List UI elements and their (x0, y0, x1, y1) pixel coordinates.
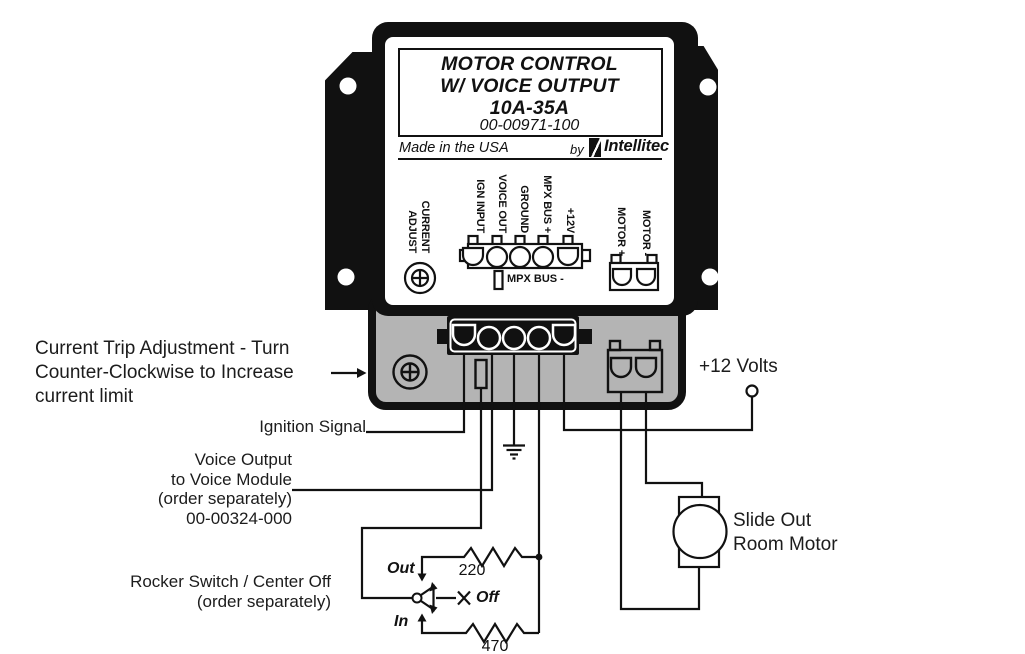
voice-out-wire (292, 355, 494, 492)
two-pin-connector-base (606, 339, 664, 394)
rocker-switch-annotation: Rocker Switch / Center Off (order separa… (105, 572, 331, 611)
resistor-220-value: 220 (458, 562, 486, 579)
switch-out-contact-arrow (417, 573, 427, 582)
junction-dot (535, 553, 543, 561)
rocker-line1: Rocker Switch / Center Off (130, 572, 331, 591)
resistor-470-branch (420, 620, 539, 645)
motor-label-line2: Room Motor (733, 533, 838, 555)
switch-in-contact-arrow (417, 613, 427, 622)
wiring (292, 355, 754, 645)
five-pin-connector-face (458, 234, 592, 270)
intellitec-logo-icon (589, 138, 601, 157)
motor-minus-wire (619, 392, 701, 611)
slide-out-motor-label: Slide Out Room Motor (733, 509, 838, 556)
brand-name: Intellitec (604, 137, 669, 155)
current-trip-annotation: Current Trip Adjustment - Turn Counter-C… (35, 337, 355, 409)
switch-out-label: Out (387, 560, 415, 577)
switch-common-terminal (411, 592, 423, 604)
mpx-bus-minus-pin-face (493, 269, 504, 291)
part-number: 00-00971-100 (479, 117, 580, 134)
plus12-terminal (745, 384, 759, 398)
ground-symbol (503, 444, 525, 460)
voice-output-annotation: Voice Output to Voice Module (order sepa… (128, 450, 292, 528)
made-in-usa-label: Made in the USA (399, 140, 509, 156)
plus12-volts-label: +12 Volts (699, 356, 778, 377)
ignition-wire (366, 355, 466, 434)
current-trip-line3: current limit (35, 386, 134, 407)
voice-line1: Voice Output (194, 450, 292, 469)
left-mounting-flange (325, 52, 375, 310)
mpx-bus-minus-label: MPX BUS - (507, 273, 564, 285)
switch-off-label: Off (476, 589, 499, 606)
mounting-holes (337, 77, 719, 286)
module-title-line1: MOTOR CONTROL (441, 53, 618, 75)
by-label: by (570, 142, 584, 157)
ignition-signal-label: Ignition Signal (259, 417, 366, 436)
current-trip-line1: Current Trip Adjustment - Turn (35, 338, 290, 359)
motor-label-line1: Slide Out (733, 510, 812, 531)
resistor-470-value: 470 (481, 638, 509, 654)
off-x-mark (457, 590, 471, 606)
switch-in-label: In (394, 613, 409, 630)
label-divider-rule (398, 158, 662, 161)
voice-line3: (order separately) (157, 489, 292, 508)
mpx-bus-minus-pin-base (474, 358, 488, 390)
resistor-220-branch (420, 545, 539, 574)
motor-plus-wire (644, 392, 704, 497)
module-title-line2: W/ VOICE OUTPUT (440, 75, 619, 97)
rocker-line2: (order separately) (196, 591, 331, 611)
voice-line2: to Voice Module (171, 469, 292, 489)
module-title-line3: 10A-35A (489, 97, 570, 119)
title-box (398, 48, 663, 137)
current-adjust-screw-base (392, 354, 428, 390)
current-trip-arrow (331, 368, 367, 378)
motor-symbol (672, 495, 728, 569)
mpx-bus-minus-wire (360, 388, 483, 600)
current-adjust-screw-face (403, 261, 437, 295)
voice-line4: 00-00324-000 (186, 508, 292, 528)
plus12-wire (562, 355, 754, 432)
five-pin-connector-base (437, 309, 592, 355)
current-trip-line2: Counter-Clockwise to Increase (35, 362, 294, 383)
two-pin-connector-face (608, 253, 660, 292)
rocker-switch-symbol (411, 573, 471, 622)
